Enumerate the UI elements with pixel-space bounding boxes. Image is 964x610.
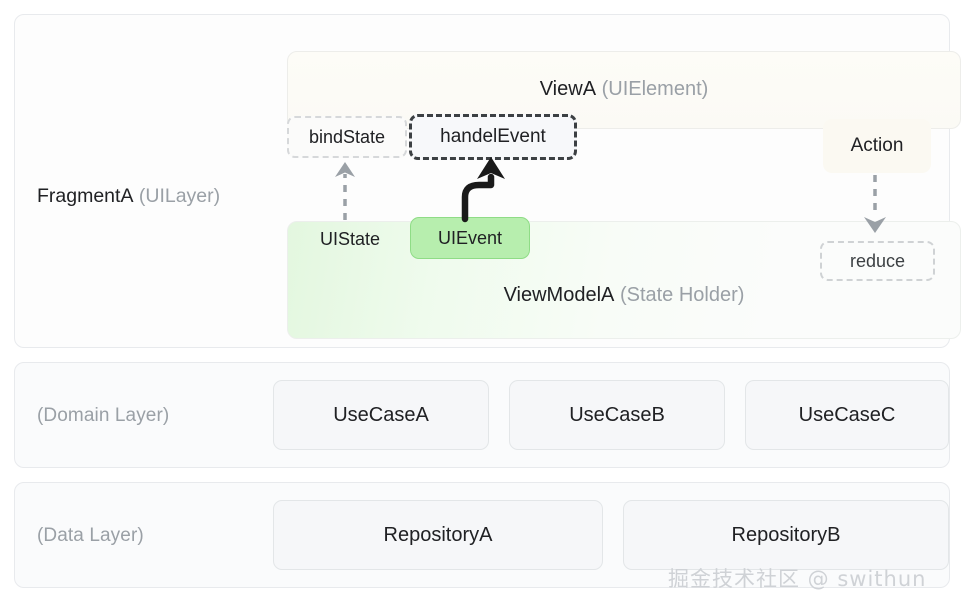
- ui-event-chip[interactable]: UIEvent: [410, 217, 530, 259]
- use-case-a-box[interactable]: UseCaseA: [273, 380, 489, 450]
- view-a-title-strong: ViewA: [539, 78, 597, 100]
- repository-a-box[interactable]: RepositoryA: [273, 500, 603, 570]
- view-model-a-title-strong: ViewModelA: [503, 284, 615, 306]
- watermark: 掘金技术社区 @ swithun: [668, 567, 927, 591]
- use-case-b-box[interactable]: UseCaseB: [509, 380, 725, 450]
- ui-layer-title-strong: FragmentA: [37, 185, 134, 207]
- ui-state-chip[interactable]: UIState: [319, 228, 381, 249]
- handel-event-chip[interactable]: handelEvent: [409, 114, 577, 160]
- data-layer-title: (Data Layer): [37, 525, 144, 546]
- reduce-chip[interactable]: reduce: [820, 241, 935, 281]
- ui-event-to-handel-event-arrow-icon: [461, 157, 505, 223]
- use-case-c-box[interactable]: UseCaseC: [745, 380, 949, 450]
- bind-state-chip[interactable]: bindState: [287, 116, 407, 158]
- domain-layer-card: (Domain Layer) UseCaseA UseCaseB UseCase…: [14, 362, 950, 468]
- view-model-a-title-muted: (State Holder): [619, 284, 745, 306]
- view-a-title: ViewA (UIElement): [288, 78, 960, 101]
- view-a-title-muted: (UIElement): [601, 78, 709, 100]
- ui-layer-title: FragmentA (UILayer): [37, 185, 220, 208]
- ui-state-to-bind-state-arrow-icon: [335, 162, 355, 220]
- ui-layer-title-muted: (UILayer): [138, 185, 221, 207]
- repository-b-box[interactable]: RepositoryB: [623, 500, 949, 570]
- view-model-a-title: ViewModelA (State Holder): [288, 284, 960, 307]
- domain-layer-title: (Domain Layer): [37, 405, 170, 426]
- action-chip[interactable]: Action: [823, 119, 931, 173]
- ui-layer-card: FragmentA (UILayer) ViewA (UIElement) Vi…: [14, 14, 961, 348]
- data-layer-card: (Data Layer) RepositoryA RepositoryB: [14, 482, 950, 588]
